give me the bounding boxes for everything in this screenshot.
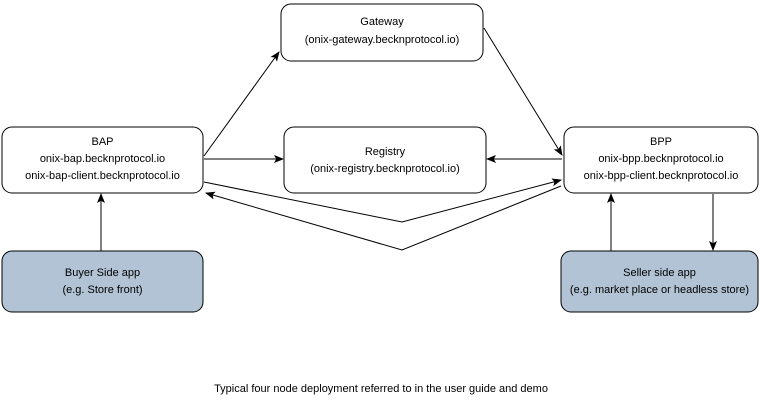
bap-client-host: onix-bap-client.becknprotocol.io xyxy=(25,170,180,182)
node-seller-app[interactable]: Seller side app (e.g. market place or he… xyxy=(560,250,759,313)
registry-title: Registry xyxy=(365,146,406,158)
diagram-caption: Typical four node deployment referred to… xyxy=(214,383,548,395)
gateway-title: Gateway xyxy=(360,16,404,28)
edge-bap-to-bpp xyxy=(203,178,562,223)
bpp-title: BPP xyxy=(650,136,672,148)
gateway-host: (onix-gateway.becknprotocol.io) xyxy=(305,34,459,46)
seller-app-box[interactable] xyxy=(560,250,759,313)
buyer-app-box[interactable] xyxy=(1,250,204,313)
node-buyer-app[interactable]: Buyer Side app (e.g. Store front) xyxy=(1,250,204,313)
node-bap[interactable]: BAP onix-bap.becknprotocol.io onix-bap-c… xyxy=(1,126,204,194)
buyer-app-subtitle: (e.g. Store front) xyxy=(62,284,142,296)
bap-box[interactable] xyxy=(1,126,204,194)
registry-host: (onix-registry.becknprotocol.io) xyxy=(310,163,460,175)
buyer-app-title: Buyer Side app xyxy=(65,267,140,279)
bap-host: onix-bap.becknprotocol.io xyxy=(40,153,165,165)
bap-title: BAP xyxy=(91,136,113,148)
node-bpp[interactable]: BPP onix-bpp.becknprotocol.io onix-bpp-c… xyxy=(563,126,759,194)
edge-gateway-to-bpp xyxy=(483,27,563,156)
bpp-box[interactable] xyxy=(563,126,759,194)
bpp-host: onix-bpp.becknprotocol.io xyxy=(598,153,723,165)
bpp-client-host: onix-bpp-client.becknprotocol.io xyxy=(584,170,739,182)
edge-bpp-to-bap xyxy=(205,185,562,251)
gateway-box[interactable] xyxy=(280,3,484,62)
node-registry[interactable]: Registry (onix-registry.becknprotocol.io… xyxy=(283,126,487,194)
registry-box[interactable] xyxy=(283,126,487,194)
seller-app-subtitle: (e.g. market place or headless store) xyxy=(570,284,749,296)
node-gateway[interactable]: Gateway (onix-gateway.becknprotocol.io) xyxy=(280,3,484,62)
edge-bap-to-gateway xyxy=(203,51,280,157)
seller-app-title: Seller side app xyxy=(623,267,696,279)
